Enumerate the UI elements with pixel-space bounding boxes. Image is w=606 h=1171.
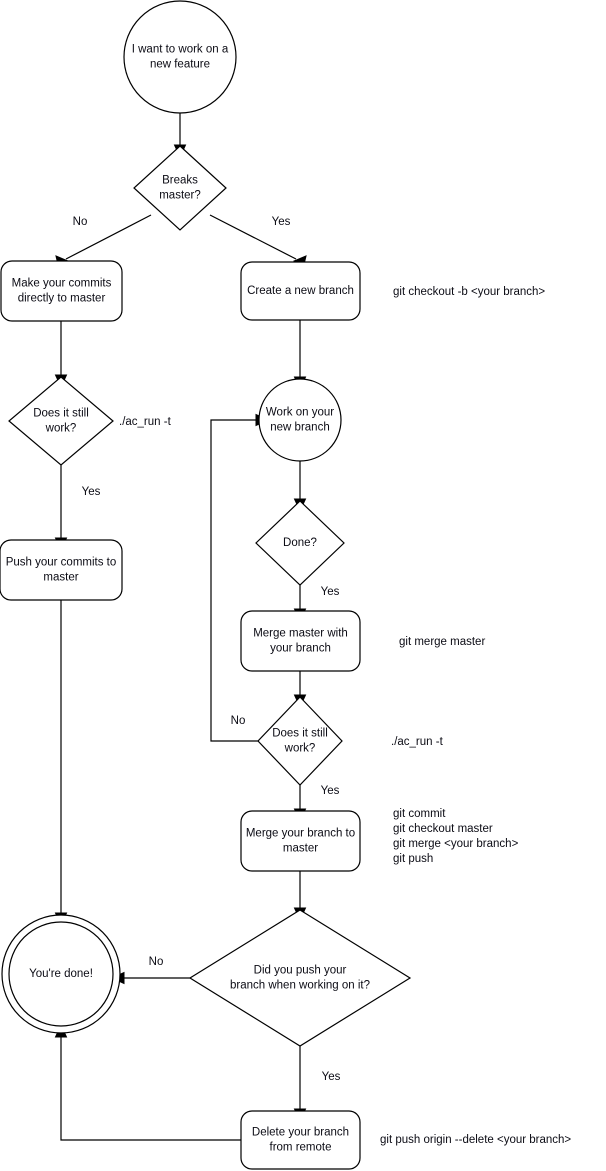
node-inner-circle [8,921,114,1027]
annotations-layer: git checkout -b <your branch> ./ac_run -t… [119,286,571,1146]
node-box [240,810,361,872]
node-diamond [255,500,345,586]
edge-label-label-yes-did-you-push: Yes [322,1071,341,1083]
edge-still-work-yes-to-push [54,465,68,552]
node-diamond [188,909,412,1047]
edge-label-label-no-did-you-push: No [149,956,164,968]
node-diamond [257,696,343,786]
annotation-cmd-merge-master: git merge master [399,636,485,648]
edge-label-label-yes-done: Yes [321,586,340,598]
node-box [240,610,361,672]
node-box [240,261,361,321]
edge-label-label-no-still-work-branch: No [231,715,246,727]
edge-path [60,1037,241,1141]
edge-label-label-yes-still-work-branch: Yes [321,785,340,797]
node-label: You're done! [29,968,93,980]
node-box [0,260,123,322]
edge-did-you-push-no-to-done [110,971,190,985]
node-diamond [8,376,114,466]
node-youre-done[interactable]: You're done! [1,914,121,1034]
edge-path [65,214,152,260]
node-outer-circle [1,914,121,1034]
node-box [0,539,123,601]
edge-label-label-no-breaks: No [73,216,88,228]
node-diamond [133,145,227,231]
node-done-question[interactable]: Done? [255,500,345,586]
edge-label-label-yes-breaks: Yes [272,216,291,228]
node-create-new-branch[interactable]: Create a new branch [240,261,361,321]
annotation-cmd-ac-run-branch: ./ac_run -t [391,736,444,748]
annotation-cmd-checkout-b: git checkout -b <your branch> [393,286,545,298]
edge-path [210,419,258,742]
edge-label-label-yes-still-work-master: Yes [82,486,101,498]
node-label: Create a new branch [247,285,354,297]
edge-still-work-branch-no-loop [210,413,270,742]
node-label: Done? [283,537,317,549]
edge-path [209,214,297,260]
node-circle [123,0,237,114]
node-box [240,1110,361,1170]
edge-did-you-push-yes-to-delete [293,1046,307,1123]
annotation-cmd-push-origin-delete: git push origin --delete <your branch> [380,1134,571,1146]
edge-push-to-done [54,600,68,927]
edge-breaks-yes-to-create-branch [209,214,307,270]
node-circle [258,378,342,462]
annotation-cmd-ac-run-master: ./ac_run -t [119,416,172,428]
edge-delete-to-done [54,1023,241,1141]
